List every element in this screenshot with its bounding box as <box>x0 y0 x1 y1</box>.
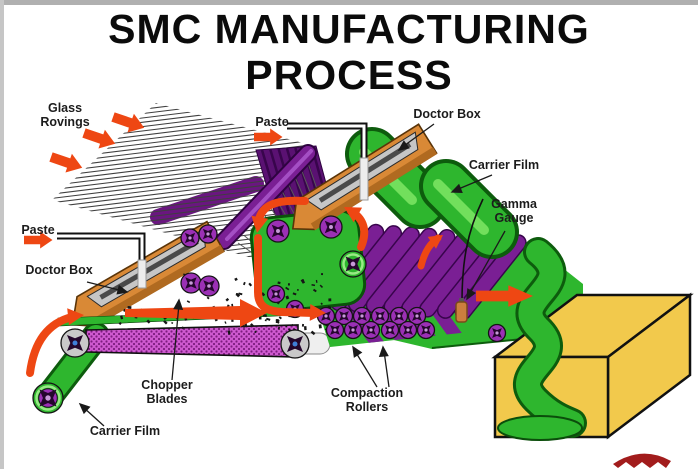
label-paste-top: Paste <box>255 115 289 129</box>
label-carrier-film-right: Carrier Film <box>468 158 540 172</box>
flow-arrow <box>125 299 267 327</box>
partial-logo <box>613 453 671 468</box>
label-pointers <box>76 123 506 427</box>
roller-wheel <box>198 224 218 244</box>
roller-wheel <box>180 272 202 294</box>
flow-arrow <box>47 147 86 178</box>
roller-wheel <box>343 320 363 340</box>
roller-wheel <box>60 328 90 358</box>
label-paste-left: Paste <box>21 223 55 237</box>
roller-wheel <box>180 228 200 248</box>
roller-wheel <box>380 320 400 340</box>
roller-wheel <box>319 215 343 239</box>
star-wheel-rollers <box>32 215 507 414</box>
roller-wheel <box>280 329 310 359</box>
roller-wheel <box>198 275 220 297</box>
guide-roller <box>215 144 317 250</box>
roller-wheel <box>370 306 390 326</box>
roller-wheel <box>398 320 418 340</box>
roller-wheel <box>352 306 372 326</box>
page-title: SMC MANUFACTURING PROCESS <box>0 6 698 98</box>
roller-wheel <box>266 219 290 243</box>
label-doctor-box-left: Doctor Box <box>25 263 93 277</box>
roller-wheel <box>487 323 507 343</box>
label-carrier-film-bottom: Carrier Film <box>89 424 161 438</box>
paste-pipe-top <box>287 122 369 201</box>
paste-pipe-left <box>57 232 147 289</box>
roller-wheel <box>325 320 345 340</box>
roller-wheel <box>266 284 286 304</box>
roller-wheel <box>361 320 381 340</box>
roller-wheel <box>334 306 354 326</box>
roller-wheel <box>389 306 409 326</box>
title-line1: SMC MANUFACTURING <box>108 6 590 52</box>
roller-wheel <box>32 382 64 414</box>
roller-wheel <box>416 320 436 340</box>
paste-belt <box>85 324 299 358</box>
roller-wheel <box>407 306 427 326</box>
festooned-sheet <box>497 237 587 441</box>
label-doctor-box-top: Doctor Box <box>413 107 481 121</box>
flow-arrows <box>24 107 533 377</box>
title-line2: PROCESS <box>245 52 453 98</box>
roller-wheel <box>339 250 367 278</box>
gamma-gauge-device <box>455 198 484 323</box>
